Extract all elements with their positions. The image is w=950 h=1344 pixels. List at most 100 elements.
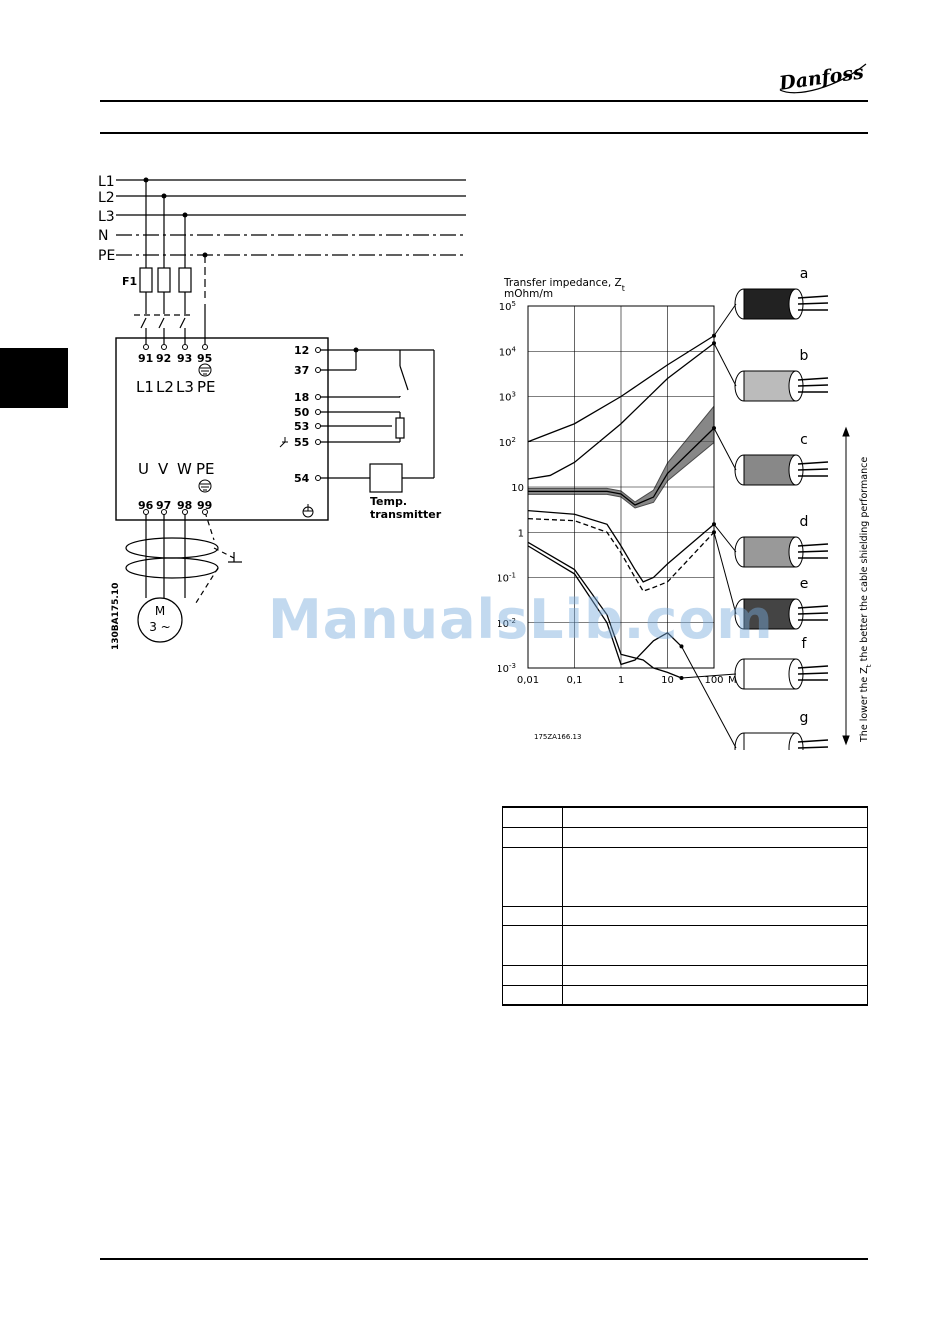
terminal-number: 95 bbox=[197, 352, 212, 365]
mains-line-label: L3 bbox=[98, 209, 115, 225]
x-tick-label: 100 bbox=[704, 675, 723, 686]
cable-conductor bbox=[797, 550, 829, 553]
chapter-tab-marker bbox=[0, 348, 68, 408]
control-terminal: 12 bbox=[294, 344, 309, 357]
table-cell bbox=[502, 905, 563, 926]
terminal-number: 98 bbox=[177, 499, 192, 512]
control-terminal: 53 bbox=[294, 420, 309, 433]
header-rule-top bbox=[100, 100, 868, 102]
table-cell bbox=[562, 826, 868, 848]
cable-label: c bbox=[800, 432, 808, 448]
cable-body bbox=[743, 536, 797, 568]
earth-icon bbox=[198, 363, 212, 377]
control-terminal: 55 bbox=[294, 436, 309, 449]
cable-label: b bbox=[800, 348, 809, 364]
cable-conductor bbox=[797, 468, 829, 471]
side-note-arrow bbox=[842, 426, 850, 746]
cable-conductor bbox=[797, 377, 829, 381]
control-terminal: 37 bbox=[294, 364, 309, 377]
cable-label: g bbox=[800, 710, 809, 726]
cable-pointer bbox=[713, 532, 737, 615]
cable-illustrations: a b c d e f g bbox=[679, 266, 829, 750]
watermark: ManualsLib.com bbox=[268, 588, 774, 651]
x-tick-label: 0,01 bbox=[517, 675, 539, 686]
chart-series bbox=[527, 335, 715, 679]
cable-conductor bbox=[797, 739, 829, 743]
chart-title: Transfer impedance, Zt bbox=[503, 277, 625, 293]
table-cell bbox=[562, 806, 868, 828]
y-tick-label: 10-1 bbox=[498, 572, 516, 585]
x-tick-label: 0,1 bbox=[567, 675, 583, 686]
brand-logo: Danfoss bbox=[777, 61, 867, 95]
table-row bbox=[502, 806, 868, 828]
series-f-line bbox=[527, 541, 682, 679]
cable-conductor bbox=[797, 665, 829, 669]
cable-label: e bbox=[800, 576, 809, 592]
cable-pointer-head bbox=[712, 530, 716, 535]
cable-pointer bbox=[713, 427, 737, 471]
table-cell bbox=[502, 964, 563, 986]
mains-line-label: L1 bbox=[98, 174, 115, 190]
chassis-ground-icon bbox=[302, 504, 314, 518]
brand-logo-text: Danfoss bbox=[777, 61, 865, 95]
cable-pointer-head bbox=[712, 333, 716, 338]
cable-body bbox=[743, 658, 797, 690]
output-label: V bbox=[158, 460, 169, 478]
cable-body bbox=[743, 370, 797, 402]
cable-pointer bbox=[713, 523, 737, 553]
cable-pointer bbox=[681, 646, 737, 749]
output-label: PE bbox=[196, 460, 215, 478]
mains-line-label: N bbox=[98, 228, 108, 244]
terminal-number: 97 bbox=[156, 499, 171, 512]
cable-conductor bbox=[797, 612, 829, 615]
cable-pointer-head bbox=[712, 522, 716, 527]
input-label: L2 bbox=[156, 378, 174, 396]
cable-conductor bbox=[797, 543, 829, 547]
cable-label: d bbox=[800, 514, 809, 530]
table-row bbox=[502, 964, 868, 986]
transmitter-label: Temp. bbox=[370, 495, 407, 508]
series-g-line bbox=[527, 545, 682, 666]
chart-ylabel: mOhm/m bbox=[504, 288, 553, 300]
control-terminal: 54 bbox=[294, 472, 310, 485]
figure-id: 130BA175.10 bbox=[111, 583, 121, 650]
cable-body bbox=[743, 288, 797, 320]
terminal-number: 91 bbox=[138, 352, 153, 365]
table-cell bbox=[562, 905, 868, 926]
series-a-line bbox=[527, 335, 715, 443]
mains-line-label: PE bbox=[98, 248, 115, 264]
table-cell bbox=[502, 846, 563, 907]
cable-pointer-head bbox=[679, 676, 684, 681]
cable-conductor bbox=[797, 384, 829, 387]
y-tick-label: 104 bbox=[499, 345, 517, 358]
cable-conductor bbox=[797, 302, 829, 305]
table-cell bbox=[502, 984, 563, 1006]
series-c-band bbox=[527, 404, 715, 509]
cable-label: f bbox=[802, 636, 808, 652]
footer-rule bbox=[100, 1258, 868, 1260]
terminal-number: 99 bbox=[197, 499, 212, 512]
chart-figure-id: 175ZA166.13 bbox=[534, 733, 581, 741]
y-tick-label: 10 bbox=[511, 483, 524, 494]
control-terminal: 50 bbox=[294, 406, 310, 419]
y-tick-label: 103 bbox=[499, 391, 516, 404]
output-label: W bbox=[177, 460, 192, 478]
table-cell bbox=[502, 806, 563, 828]
cable-pointer bbox=[713, 343, 737, 387]
motor-phases: 3 ~ bbox=[149, 620, 171, 634]
cable-body bbox=[743, 454, 797, 486]
cable-label: a bbox=[800, 266, 809, 282]
cable-pointer-head bbox=[712, 426, 716, 431]
legend-table bbox=[502, 806, 868, 1006]
output-label: U bbox=[138, 460, 149, 478]
input-label: PE bbox=[197, 378, 216, 396]
cable-pointer bbox=[713, 303, 737, 337]
mains-line-label: L2 bbox=[98, 190, 115, 206]
table-row bbox=[502, 826, 868, 848]
table-row bbox=[502, 924, 868, 966]
input-label: L3 bbox=[176, 378, 194, 396]
table-row bbox=[502, 905, 868, 926]
side-note: The lower the Zt the better the cable sh… bbox=[859, 457, 873, 743]
